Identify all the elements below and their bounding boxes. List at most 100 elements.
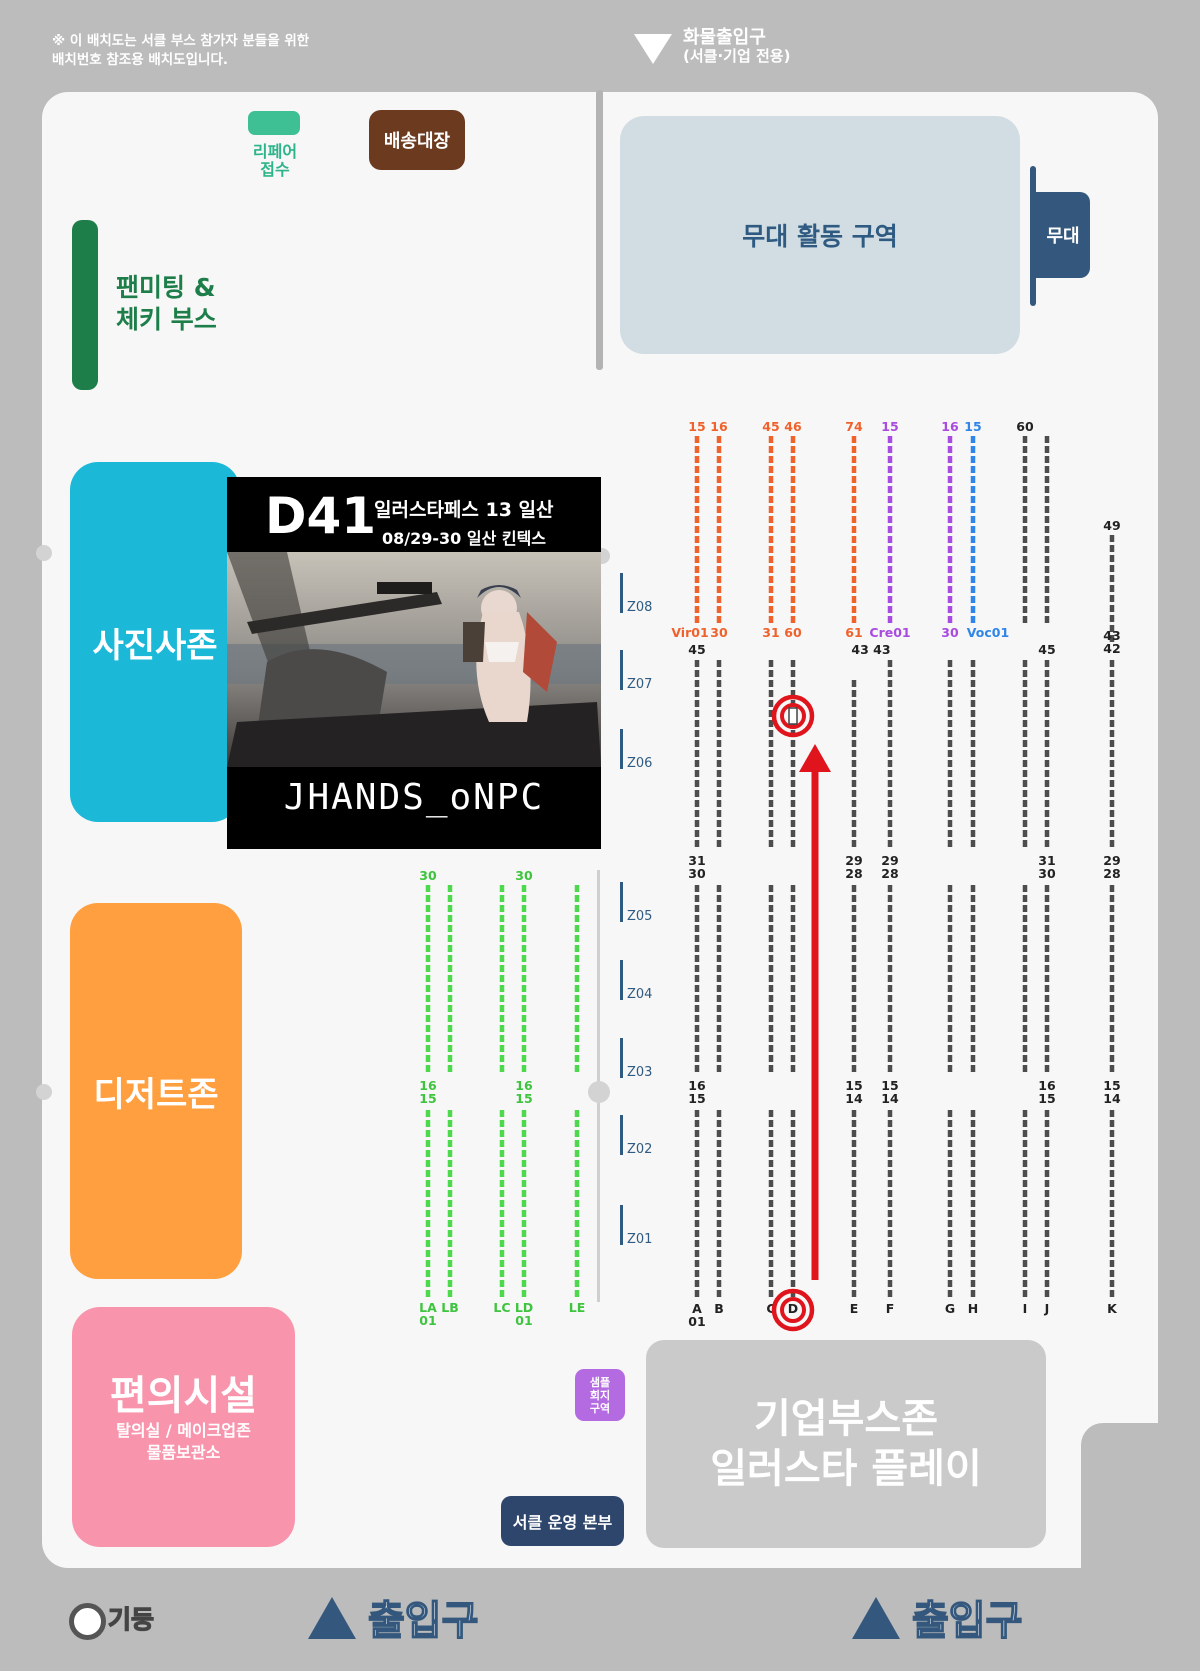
booth-number-label: 14: [881, 1091, 899, 1106]
circle-name: JHANDS_oNPC: [283, 777, 545, 818]
photo-zone[interactable]: 사진사존: [70, 462, 240, 822]
stage-activity-area[interactable]: 무대 활동 구역: [620, 116, 1020, 354]
zone-label: Z05: [627, 909, 653, 924]
cargo-entrance-subtitle: (서클·기업 전용): [683, 47, 791, 65]
sample-zone[interactable]: 샘플 회지 구역: [575, 1369, 625, 1421]
booth-number-label: 49: [1103, 518, 1120, 533]
sample-line-2: 회지: [589, 1388, 611, 1402]
stage-rail: [1030, 166, 1036, 306]
zone-marker: [620, 729, 623, 769]
circle-hq[interactable]: 서클 운영 본부: [501, 1496, 624, 1546]
row-letter-label: B: [714, 1301, 724, 1316]
booth-number-label: 31: [688, 853, 705, 868]
booth-number-label: 45: [688, 642, 705, 657]
booth-number-label: 31: [762, 625, 779, 640]
row-letter-label: I: [1023, 1301, 1028, 1316]
stage[interactable]: 무대: [1036, 192, 1090, 278]
booth-code: D41: [265, 487, 377, 545]
zone-label: Z04: [627, 987, 653, 1002]
cargo-entrance-label: 화물출입구 (서클·기업 전용): [683, 28, 790, 66]
pillar-icon: [588, 1081, 610, 1103]
fanmeeting-line-1: 팬미팅 &: [116, 273, 216, 302]
sample-line-3: 구역: [589, 1401, 611, 1415]
booth-number-label: 15: [688, 1091, 705, 1106]
cargo-entrance-title: 화물출입구: [683, 27, 766, 48]
route-start-marker: [780, 1297, 806, 1323]
booth-number-label: 14: [1103, 1091, 1121, 1106]
booth-number-label: 16: [941, 419, 959, 434]
zone-label: Z02: [627, 1142, 653, 1157]
zone-label: Z07: [627, 677, 653, 692]
row-start-label: 01: [688, 1314, 705, 1329]
booth-number-label: 60: [784, 625, 802, 640]
booth-number-label: 01: [419, 1313, 436, 1328]
row-letter-label: C: [766, 1301, 775, 1316]
row-letter-label: E: [850, 1301, 859, 1316]
booth-number-label: 15: [881, 419, 898, 434]
sample-line-1: 샘플: [589, 1375, 611, 1389]
zone-label: Z08: [627, 600, 653, 615]
booth-number-label: 45: [1038, 642, 1055, 657]
booth-number-label: 43: [1103, 628, 1120, 643]
exit-arrow-icon: [308, 1597, 356, 1639]
row-letter-label: F: [886, 1301, 895, 1316]
booth-card: D41 일러스타페스 13 일산 08/29-30 일산 킨텍스 JHANDS_…: [227, 477, 601, 849]
convenience-line-2: 물품보관소: [146, 1443, 221, 1462]
notice-line-2: 배치번호 참조용 배치도입니다.: [52, 52, 228, 68]
booth-number-label: 15: [845, 1078, 862, 1093]
booth-number-label: 15: [964, 419, 981, 434]
pillar-icon: [36, 1084, 52, 1100]
zone-marker: [620, 1115, 623, 1155]
booth-number-label: 29: [881, 853, 898, 868]
booth-number-label: 15: [515, 1091, 532, 1106]
fanmeeting-line-2: 체키 부스: [116, 305, 217, 334]
zone-marker: [620, 650, 623, 690]
corporate-booth-zone[interactable]: 기업부스존 일러스타 플레이: [646, 1340, 1046, 1548]
booth-number-label: LC: [493, 1300, 510, 1315]
booth-location-marker-center: [788, 707, 798, 725]
booth-number-label: LA: [419, 1300, 437, 1315]
zone-label: Z03: [627, 1065, 653, 1080]
pillar-legend-icon: [69, 1603, 106, 1640]
booth-number-label: 15: [881, 1078, 898, 1093]
booth-number-label: 16: [419, 1078, 437, 1093]
booth-number-label: 16: [688, 1078, 706, 1093]
row-letter-label: A: [692, 1301, 702, 1316]
booth-number-label: 15: [1038, 1091, 1055, 1106]
booth-number-label: 16: [710, 419, 728, 434]
exit-label-left[interactable]: 출입구: [367, 1597, 479, 1645]
repair-label: 리페어 접수: [244, 143, 306, 179]
dessert-zone[interactable]: 디저트존: [70, 903, 242, 1279]
repair-desk: [248, 111, 300, 135]
route-start-marker: [771, 1288, 815, 1332]
booth-number-label: 45: [762, 419, 779, 434]
delivery-desk[interactable]: 배송대장: [369, 110, 465, 170]
notice-text: ※ 이 배치도는 서클 부스 참가자 분들을 위한 배치번호 참조용 배치도입니…: [52, 32, 309, 70]
booth-number-label: 14: [845, 1091, 863, 1106]
booth-number-label: 28: [845, 866, 862, 881]
booth-number-label: 16: [515, 1078, 533, 1093]
booth-artwork-image: [227, 552, 601, 767]
exit-arrow-icon: [852, 1597, 900, 1639]
fanmeeting-label: 팬미팅 & 체키 부스: [116, 272, 217, 336]
convenience-area[interactable]: 편의시설 탈의실 / 메이크업존 물품보관소: [72, 1307, 295, 1547]
booth-number-label: 60: [1016, 419, 1034, 434]
repair-line-2: 접수: [260, 160, 290, 179]
booth-number-label: 15: [1103, 1078, 1120, 1093]
booth-location-marker: [771, 694, 815, 738]
corp-line-2: 일러스타 플레이: [710, 1446, 982, 1492]
zone-marker: [620, 882, 623, 922]
booth-number-label: Voc01: [967, 625, 1009, 640]
pillar-legend-label: 기둥: [107, 1604, 155, 1634]
zone-marker: [620, 573, 623, 613]
booth-number-label: 30: [1038, 866, 1056, 881]
hall-notch: [1081, 1423, 1200, 1593]
partition-wall: [596, 90, 603, 370]
exit-label-right[interactable]: 출입구: [911, 1597, 1023, 1645]
booth-number-label: 15: [419, 1091, 436, 1106]
booth-number-label: LE: [569, 1300, 586, 1315]
booth-number-label: 61: [845, 625, 862, 640]
booth-number-label: 30: [710, 625, 728, 640]
row-letter-label: J: [1044, 1301, 1050, 1316]
